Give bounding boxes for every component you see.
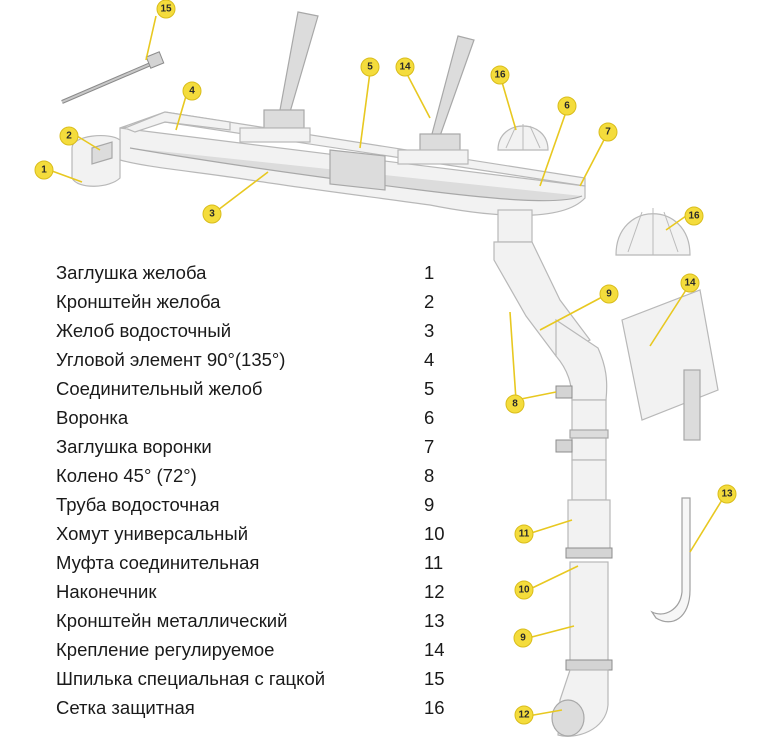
callout-10: 10 [514, 580, 534, 600]
legend-row: Крепление регулируемое 14 [56, 635, 456, 664]
legend-number: 10 [424, 523, 445, 544]
legend-label: Крепление регулируемое [56, 639, 275, 660]
legend-label: Наконечник [56, 581, 157, 602]
adjustable-fastening-part [239, 11, 475, 165]
parts-legend: Заглушка желоба 1 Кронштейн желоба 2 Желоб… [56, 258, 456, 722]
legend-row: Хомут универсальный 10 [56, 519, 456, 548]
legend-row: Муфта соединительная 11 [56, 548, 456, 577]
svg-text:6: 6 [564, 101, 570, 112]
legend-number: 6 [424, 407, 435, 428]
legend-number: 3 [424, 320, 435, 341]
leader-lines [51, 15, 723, 717]
callout-16-small: 16 [490, 65, 510, 85]
svg-text:14: 14 [684, 278, 696, 289]
svg-text:13: 13 [721, 489, 733, 500]
callout-4: 4 [182, 81, 202, 101]
legend-row: Сетка защитная 16 [56, 693, 456, 722]
svg-text:9: 9 [606, 289, 612, 300]
legend-row: Шпилька специальная с гацкой 15 [56, 664, 456, 693]
legend-number: 8 [424, 465, 435, 486]
callout-9-lower: 9 [513, 628, 533, 648]
legend-label: Заглушка воронки [56, 436, 212, 457]
metal-bracket-part [650, 497, 691, 623]
legend-number: 4 [424, 349, 435, 370]
legend-label: Шпилька специальная с гацкой [56, 668, 326, 689]
callout-2: 2 [59, 126, 79, 146]
special-stud-part [61, 51, 165, 104]
legend-number: 11 [424, 552, 444, 573]
legend-label: Соединительный желоб [56, 378, 263, 399]
protective-mesh-part [497, 124, 691, 256]
legend-label: Колено 45° (72°) [56, 465, 197, 486]
svg-text:15: 15 [160, 4, 172, 15]
svg-text:5: 5 [367, 62, 373, 73]
legend-row: Угловой элемент 90°(135°) 4 [56, 345, 456, 374]
svg-text:8: 8 [512, 399, 518, 410]
legend-row: Кронштейн желоба 2 [56, 287, 456, 316]
callout-7: 7 [598, 122, 618, 142]
svg-text:12: 12 [518, 710, 530, 721]
legend-number: 2 [424, 291, 435, 312]
legend-number: 16 [424, 697, 445, 718]
legend-row: Заглушка желоба 1 [56, 258, 456, 287]
callout-13: 13 [717, 484, 737, 504]
callout-3: 3 [202, 204, 222, 224]
downpipe-part [493, 209, 613, 737]
legend-row: Труба водосточная 9 [56, 490, 456, 519]
svg-text:11: 11 [519, 529, 530, 540]
legend-row: Воронка 6 [56, 403, 456, 432]
legend-label: Муфта соединительная [56, 552, 260, 573]
svg-text:14: 14 [399, 62, 411, 73]
svg-text:16: 16 [494, 70, 506, 81]
callout-15: 15 [156, 0, 176, 19]
legend-number: 5 [424, 378, 435, 399]
svg-text:9: 9 [520, 633, 526, 644]
legend-number: 12 [424, 581, 445, 602]
svg-text:10: 10 [518, 585, 530, 596]
legend-number: 15 [424, 668, 445, 689]
legend-label: Труба водосточная [56, 494, 220, 515]
callout-14-top: 14 [395, 57, 415, 77]
legend-label: Воронка [56, 407, 129, 428]
legend-row: Заглушка воронки 7 [56, 432, 456, 461]
legend-number: 9 [424, 494, 435, 515]
callout-5: 5 [360, 57, 380, 77]
callout-9-upper: 9 [599, 284, 619, 304]
svg-text:16: 16 [688, 211, 700, 222]
fastening-detail-part [621, 289, 719, 441]
legend-number: 7 [424, 436, 435, 457]
svg-text:4: 4 [189, 86, 195, 97]
legend-label: Желоб водосточный [56, 320, 232, 341]
legend-label: Сетка защитная [56, 697, 195, 718]
legend-label: Угловой элемент 90°(135°) [56, 349, 286, 370]
legend-row: Колено 45° (72°) 8 [56, 461, 456, 490]
svg-text:7: 7 [605, 127, 611, 138]
svg-text:1: 1 [41, 165, 47, 176]
legend-label: Кронштейн желоба [56, 291, 221, 312]
callout-11: 11 [514, 524, 534, 544]
legend-label: Хомут универсальный [56, 523, 249, 544]
legend-label: Кронштейн металлический [56, 610, 288, 631]
callout-1: 1 [34, 160, 54, 180]
svg-text:3: 3 [209, 209, 215, 220]
gutter-run-part [71, 111, 586, 216]
legend-row: Кронштейн металлический 13 [56, 606, 456, 635]
legend-row: Наконечник 12 [56, 577, 456, 606]
legend-row: Желоб водосточный 3 [56, 316, 456, 345]
callout-6: 6 [557, 96, 577, 116]
legend-number: 13 [424, 610, 445, 631]
legend-number: 1 [424, 262, 435, 283]
callout-8: 8 [505, 394, 525, 414]
callout-12: 12 [514, 705, 534, 725]
legend-row: Соединительный желоб 5 [56, 374, 456, 403]
callout-14-side: 14 [680, 273, 700, 293]
callout-16-large: 16 [684, 206, 704, 226]
legend-number: 14 [424, 639, 445, 660]
legend-label: Заглушка желоба [56, 262, 207, 283]
svg-text:2: 2 [66, 131, 72, 142]
